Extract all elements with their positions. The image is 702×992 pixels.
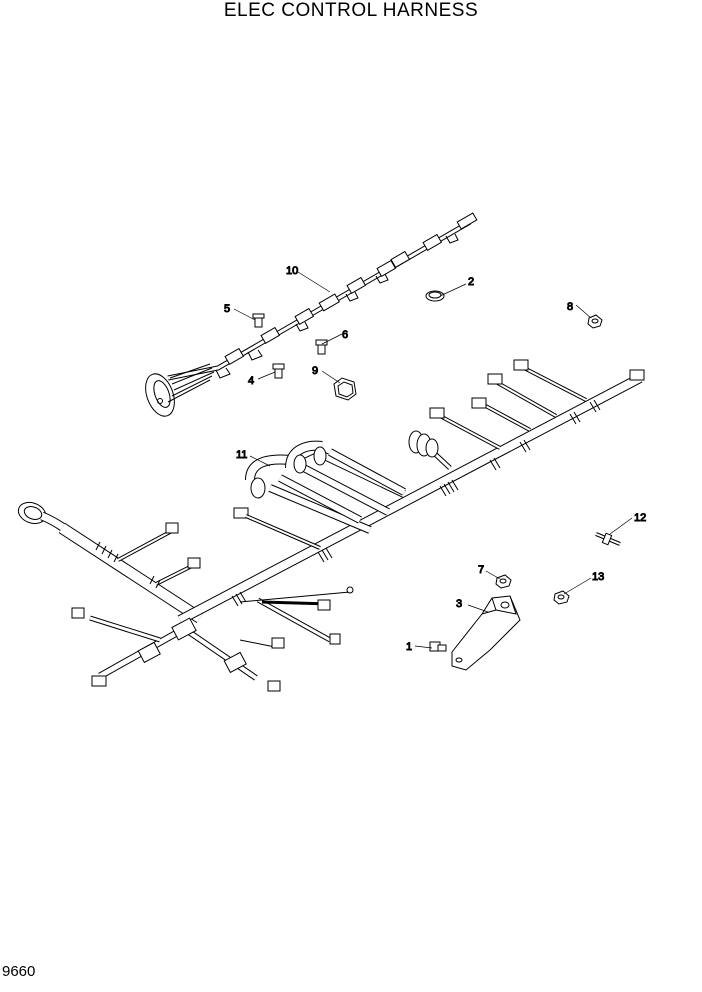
bolt-part-6 [315, 339, 328, 355]
nut-part-8 [587, 314, 603, 329]
callout-8: 8 [567, 301, 573, 313]
callout-4: 4 [248, 375, 254, 387]
diagram-title: ELEC CONTROL HARNESS [223, 0, 479, 21]
callout-10: 10 [286, 265, 298, 277]
nut-part-13 [553, 590, 570, 605]
leader-lines [233, 271, 633, 649]
bolt-part-4 [272, 363, 285, 379]
main-harness [17, 359, 645, 692]
upper-harness-part-10 [145, 212, 478, 417]
callout-12: 12 [634, 512, 646, 524]
callout-7: 7 [478, 564, 484, 576]
bolt-part-1 [429, 641, 447, 652]
page-number: 9660 [2, 963, 36, 980]
callout-1: 1 [406, 641, 412, 653]
stud-part-12 [595, 532, 621, 546]
bolt-part-5 [252, 313, 265, 328]
callout-13: 13 [592, 571, 604, 583]
callout-3: 3 [456, 598, 462, 610]
tube-assembly-part-11 [245, 440, 406, 534]
clamp-part-2 [425, 290, 445, 302]
bracket-part-3 [451, 595, 521, 671]
callout-2: 2 [468, 276, 474, 288]
callout-11: 11 [236, 449, 247, 461]
nut-part-7 [495, 574, 512, 589]
callout-6: 6 [342, 329, 348, 341]
callout-5: 5 [224, 303, 230, 315]
nut-part-9 [333, 377, 357, 401]
callout-9: 9 [312, 365, 318, 377]
